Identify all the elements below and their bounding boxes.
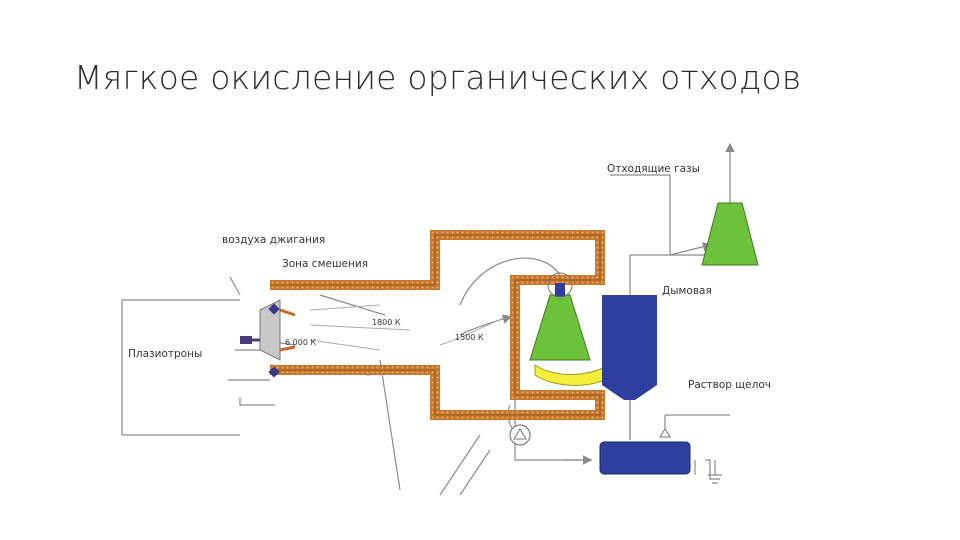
alkali-tank bbox=[599, 428, 691, 475]
page-title: Мягкое окисление органических отходов bbox=[74, 58, 802, 97]
label-temp-1800: 1800 К bbox=[372, 318, 401, 327]
pump bbox=[509, 424, 531, 446]
label-flue-gases: Отходящие газы bbox=[607, 163, 700, 175]
label-temp-6000: 6 000 К bbox=[285, 338, 316, 347]
process-diagram: воздуха джигания Зона смешения Плазиотро… bbox=[110, 135, 778, 496]
scrubber-column bbox=[602, 295, 657, 440]
smoke-exhauster bbox=[701, 202, 759, 266]
cyclone-cone bbox=[529, 272, 611, 386]
label-temp-1500: 1500 К bbox=[455, 333, 484, 342]
plasmatron-block bbox=[240, 299, 296, 378]
label-combustion-air: воздуха джигания bbox=[222, 234, 325, 246]
process-diagram-svg: воздуха джигания Зона смешения Плазиотро… bbox=[121, 142, 778, 496]
furnace bbox=[270, 230, 605, 420]
label-smoke-exhauster: Дымовая bbox=[662, 285, 712, 297]
label-mixing-zone: Зона смешения bbox=[282, 258, 368, 270]
label-alkali-solution: Раствор щелочи bbox=[688, 379, 770, 391]
flow-arrows bbox=[309, 304, 501, 351]
label-plasmatrons: Плазиотроны bbox=[128, 348, 202, 360]
